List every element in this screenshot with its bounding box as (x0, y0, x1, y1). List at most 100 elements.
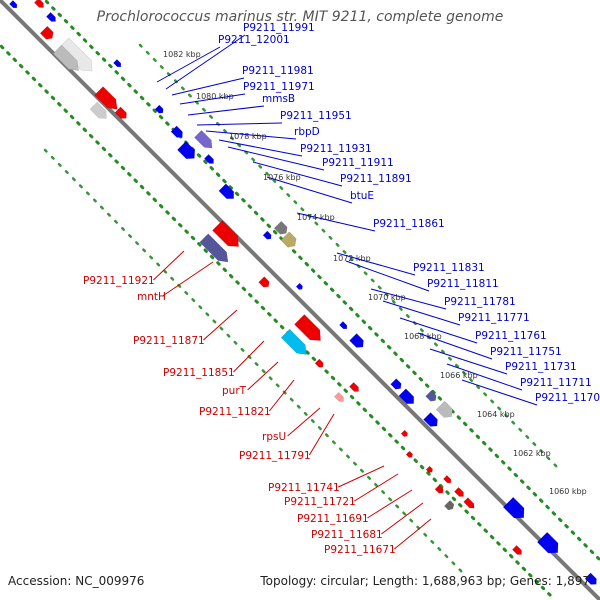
gene-label-reverse[interactable]: mntH (137, 291, 166, 303)
gene-label-reverse[interactable]: P9211_11681 (311, 529, 383, 541)
kbp-label: 1060 kbp (549, 487, 587, 496)
callout-line (266, 176, 353, 204)
callout-line (203, 309, 238, 341)
gene-callouts (153, 34, 538, 550)
gene-arrow-forward[interactable] (154, 104, 165, 115)
gene-arrow-reverse[interactable] (314, 358, 325, 369)
gene-label-reverse[interactable]: P9211_11871 (133, 335, 205, 347)
gene-arrow-reverse[interactable] (333, 391, 345, 403)
gene-label-reverse[interactable]: P9211_11851 (163, 367, 235, 379)
gene-arrow-forward[interactable] (502, 496, 528, 522)
gene-label-reverse[interactable]: P9211_11921 (83, 275, 155, 287)
gene-arrow-reverse[interactable] (89, 101, 110, 122)
gene-arrow-reverse[interactable] (463, 497, 477, 511)
callout-line (269, 379, 295, 412)
gene-arrow-reverse[interactable] (199, 233, 233, 267)
gene-arrow-reverse[interactable] (434, 484, 445, 495)
gene-arrow-forward[interactable] (435, 400, 456, 421)
gene-label-forward[interactable]: P9211_11701 (535, 392, 600, 404)
gene-label-forward[interactable]: P9211_11971 (243, 81, 315, 93)
gene-arrow-reverse[interactable] (52, 44, 83, 75)
gene-arrow-reverse[interactable] (348, 381, 360, 393)
gene-arrow-reverse[interactable] (511, 544, 523, 556)
gene-arrow-forward[interactable] (339, 321, 348, 330)
gene-arrow-reverse[interactable] (39, 25, 56, 42)
gene-arrow-forward[interactable] (45, 11, 57, 23)
gene-label-forward[interactable]: P9211_11731 (505, 361, 577, 373)
kbp-label: 1062 kbp (513, 449, 551, 458)
gene-arrow-reverse[interactable] (212, 220, 243, 251)
gene-arrow-forward[interactable] (262, 230, 273, 241)
callout-line (296, 212, 376, 232)
callout-line (394, 518, 432, 550)
gene-arrow-forward[interactable] (349, 333, 367, 351)
accession-text: Accession: NC_009976 (8, 574, 145, 588)
gene-arrow-forward[interactable] (425, 390, 439, 404)
gene-label-forward[interactable]: P9211_11751 (490, 346, 562, 358)
gene-label-forward[interactable]: P9211_11811 (427, 278, 499, 290)
gene-label-forward[interactable]: P9211_11861 (373, 218, 445, 230)
gene-label-forward[interactable]: P9211_11771 (458, 312, 530, 324)
gene-label-reverse[interactable]: P9211_11741 (268, 482, 340, 494)
gene-label-reverse[interactable]: purT (222, 385, 247, 397)
gene-label-forward[interactable]: mmsB (262, 93, 295, 105)
inner-track-bottom (43, 148, 467, 577)
gene-label-forward[interactable]: P9211_11951 (280, 110, 352, 122)
callout-line (233, 340, 265, 373)
gene-arrow-reverse[interactable] (33, 0, 45, 10)
gene-arrow-forward[interactable] (170, 125, 185, 140)
gene-label-forward[interactable]: P9211_11911 (322, 157, 394, 169)
gene-arrow-forward[interactable] (177, 141, 198, 162)
callout-line (247, 361, 279, 391)
gene-arrow-reverse[interactable] (114, 106, 129, 121)
gene-arrow-reverse[interactable] (280, 328, 311, 359)
gene-arrow-reverse[interactable] (405, 450, 414, 459)
gene-label-forward[interactable]: P9211_12001 (218, 34, 290, 46)
gene-arrow-forward[interactable] (218, 183, 237, 202)
gene-arrow-forward[interactable] (9, 0, 18, 9)
gene-arrow-reverse[interactable] (58, 37, 97, 76)
gene-label-forward[interactable]: P9211_11711 (520, 377, 592, 389)
gene-arrow-forward[interactable] (203, 153, 215, 165)
gene-arrow-reverse[interactable] (294, 314, 325, 345)
gene-arrow-forward[interactable] (113, 59, 122, 68)
gene-arrow-forward[interactable] (398, 388, 417, 407)
gene-label-forward[interactable]: P9211_11931 (300, 143, 372, 155)
callout-line (196, 122, 283, 126)
gene-label-reverse[interactable]: P9211_11821 (199, 406, 271, 418)
gene-label-reverse[interactable]: P9211_11691 (297, 513, 369, 525)
gene-label-forward[interactable]: P9211_11891 (340, 173, 412, 185)
gene-arrow-forward[interactable] (536, 531, 562, 557)
gene-label-forward[interactable]: btuE (350, 190, 374, 202)
gene-label-reverse[interactable]: P9211_11671 (324, 544, 396, 556)
gene-label-reverse[interactable]: P9211_11721 (284, 496, 356, 508)
gene-arrow-forward[interactable] (273, 220, 290, 237)
gene-arrow-reverse[interactable] (425, 465, 434, 474)
gene-arrow-reverse[interactable] (94, 86, 122, 114)
gene-arrow-reverse[interactable] (443, 499, 455, 511)
gene-arrow-forward[interactable] (584, 572, 599, 587)
gene-arrow-forward[interactable] (423, 412, 441, 430)
gene-label-forward[interactable]: P9211_11981 (242, 65, 314, 77)
callout-line (345, 260, 430, 292)
gene-arrow-forward[interactable] (295, 282, 304, 291)
kbp-label: 1066 kbp (440, 371, 478, 380)
gene-label-forward[interactable]: P9211_11781 (444, 296, 516, 308)
gene-arrow-reverse[interactable] (453, 486, 465, 498)
inner-track-top (138, 43, 562, 472)
gene-arrow-forward[interactable] (390, 378, 404, 392)
gene-arrow-forward[interactable] (194, 130, 215, 151)
gene-label-forward[interactable]: rbpD (294, 126, 320, 138)
gene-label-reverse[interactable]: P9211_11791 (239, 450, 311, 462)
gene-label-reverse[interactable]: rpsU (262, 431, 286, 443)
gene-arrow-reverse[interactable] (258, 276, 272, 290)
gene-arrow-reverse[interactable] (443, 475, 452, 484)
gene-label-forward[interactable]: P9211_11831 (413, 262, 485, 274)
gene-label-forward[interactable]: P9211_11761 (475, 330, 547, 342)
gene-arrow-reverse[interactable] (400, 429, 409, 438)
gene-label-forward[interactable]: P9211_11991 (243, 22, 315, 34)
callout-line (171, 77, 245, 96)
gene-arrow-forward[interactable] (280, 231, 299, 250)
callout-line (187, 105, 265, 116)
